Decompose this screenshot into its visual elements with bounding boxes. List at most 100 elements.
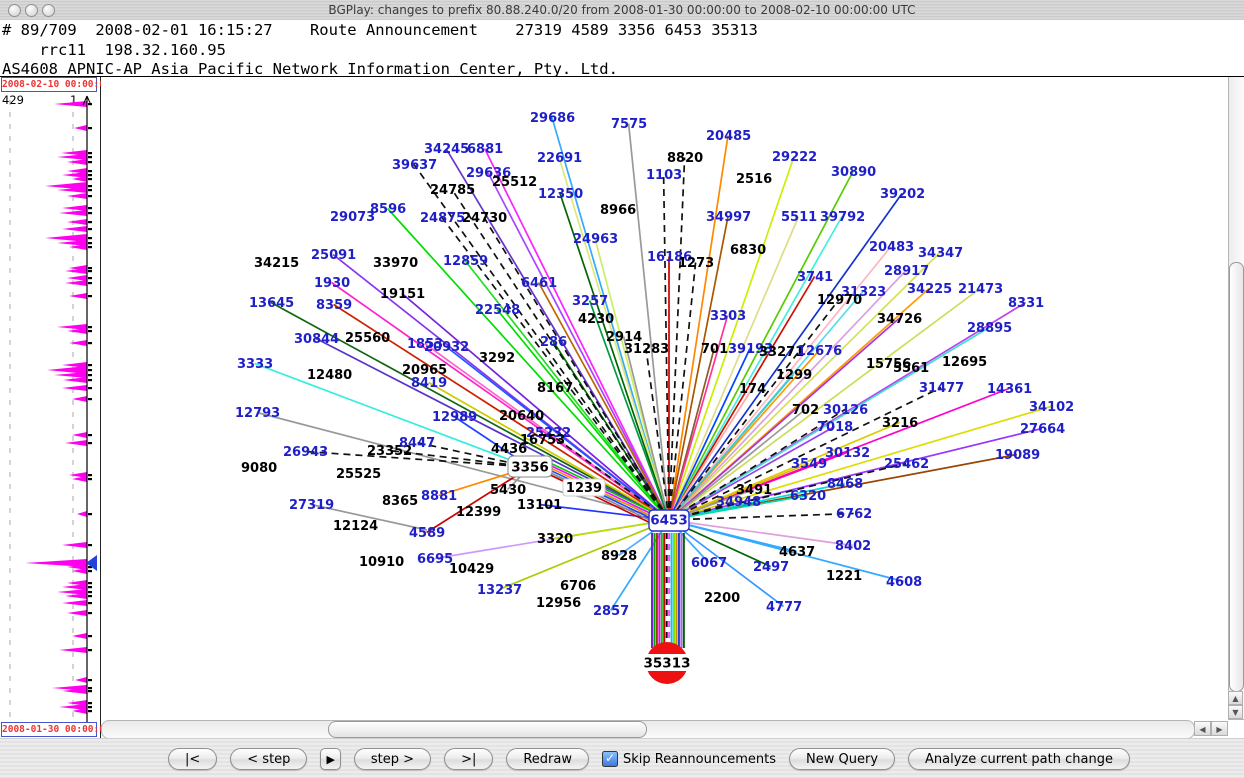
- as-24875[interactable]: 24875: [420, 211, 465, 226]
- as-13101[interactable]: 13101: [517, 498, 562, 513]
- as-3292[interactable]: 3292: [479, 351, 515, 366]
- as-34726[interactable]: 34726: [877, 312, 922, 327]
- as-12676[interactable]: 12676: [797, 344, 842, 359]
- as-8331[interactable]: 8331: [1008, 296, 1044, 311]
- as-34245[interactable]: 34245: [424, 142, 469, 157]
- as-3257[interactable]: 3257: [572, 294, 608, 309]
- play-button[interactable]: ▶: [320, 748, 341, 770]
- as-4608[interactable]: 4608: [886, 575, 922, 590]
- as-8820[interactable]: 8820: [667, 151, 703, 166]
- scroll-right-icon[interactable]: ▶: [1211, 721, 1228, 736]
- as-24963[interactable]: 24963: [573, 232, 618, 247]
- as-34225[interactable]: 34225: [907, 282, 952, 297]
- as-3356[interactable]: 3356: [511, 460, 549, 476]
- zoom-button[interactable]: [42, 4, 55, 17]
- as-16753[interactable]: 16753: [520, 433, 565, 448]
- as-16186[interactable]: 16186: [647, 250, 692, 265]
- as-3320[interactable]: 3320: [537, 532, 573, 547]
- horizontal-scrollbar-thumb[interactable]: [328, 721, 647, 738]
- as-29636[interactable]: 29636: [466, 166, 511, 181]
- as-34102[interactable]: 34102: [1029, 400, 1074, 415]
- as-7575[interactable]: 7575: [611, 117, 647, 132]
- scroll-up-icon[interactable]: ▲: [1228, 691, 1243, 705]
- step-back-button[interactable]: < step: [230, 748, 308, 770]
- as-13237[interactable]: 13237: [477, 583, 522, 598]
- as-2914[interactable]: 2914: [606, 330, 642, 345]
- as-2516[interactable]: 2516: [736, 172, 772, 187]
- as-39202[interactable]: 39202: [880, 187, 925, 202]
- as-12793[interactable]: 12793: [235, 406, 280, 421]
- as-12695[interactable]: 12695: [942, 355, 987, 370]
- as-26943[interactable]: 26943: [283, 445, 328, 460]
- as-10910[interactable]: 10910: [359, 555, 404, 570]
- as-701[interactable]: 701: [701, 342, 728, 357]
- as-12399[interactable]: 12399: [456, 505, 501, 520]
- as-29686[interactable]: 29686: [530, 111, 575, 126]
- as-12859[interactable]: 12859: [443, 254, 488, 269]
- as-30132[interactable]: 30132: [825, 446, 870, 461]
- as-20483[interactable]: 20483: [869, 240, 914, 255]
- as-2200[interactable]: 2200: [704, 591, 740, 606]
- as-6762[interactable]: 6762: [836, 507, 872, 522]
- as-2497[interactable]: 2497: [753, 560, 789, 575]
- as-12989[interactable]: 12989: [432, 410, 477, 425]
- as-6461[interactable]: 6461: [521, 276, 557, 291]
- as-34997[interactable]: 34997: [706, 210, 751, 225]
- as-702[interactable]: 702: [792, 403, 819, 418]
- as-8928[interactable]: 8928: [601, 549, 637, 564]
- skip-reannouncements-label[interactable]: Skip Reannouncements: [623, 751, 777, 767]
- as-22548[interactable]: 22548: [475, 303, 520, 318]
- as-22691[interactable]: 22691: [537, 151, 582, 166]
- as-19089[interactable]: 19089: [995, 448, 1040, 463]
- as-20965[interactable]: 20965: [402, 363, 447, 378]
- as-4230[interactable]: 4230: [578, 312, 614, 327]
- as-19151[interactable]: 19151: [380, 287, 425, 302]
- as-14361[interactable]: 14361: [987, 382, 1032, 397]
- as-5511[interactable]: 5511: [781, 210, 817, 225]
- as-21473[interactable]: 21473: [958, 282, 1003, 297]
- as-2857[interactable]: 2857: [593, 604, 629, 619]
- as-4436[interactable]: 4436: [491, 442, 527, 457]
- as-35313[interactable]: 35313: [644, 656, 691, 672]
- as-34215[interactable]: 34215: [254, 256, 299, 271]
- as-30844[interactable]: 30844: [294, 332, 339, 347]
- as-28895[interactable]: 28895: [967, 321, 1012, 336]
- scroll-left-icon[interactable]: ◀: [1194, 721, 1211, 736]
- as-5430[interactable]: 5430: [490, 483, 526, 498]
- as-8596[interactable]: 8596: [370, 202, 406, 217]
- as-25091[interactable]: 25091: [311, 248, 356, 263]
- as-39637[interactable]: 39637: [392, 158, 437, 173]
- as-39193[interactable]: 39193: [728, 342, 773, 357]
- as-8365[interactable]: 8365: [382, 494, 418, 509]
- as-4637[interactable]: 4637: [779, 545, 815, 560]
- as-8881[interactable]: 8881: [421, 489, 457, 504]
- step-forward-button[interactable]: step >: [353, 748, 432, 770]
- as-23352[interactable]: 23352: [367, 444, 412, 459]
- as-1221[interactable]: 1221: [826, 569, 862, 584]
- new-query-button[interactable]: New Query: [789, 748, 896, 770]
- as-3303[interactable]: 3303: [710, 309, 746, 324]
- as-12350[interactable]: 12350: [538, 187, 583, 202]
- as-6453[interactable]: 6453: [650, 513, 688, 529]
- as-9080[interactable]: 9080: [241, 461, 277, 476]
- as-1273[interactable]: 1273: [678, 256, 714, 271]
- as-25462[interactable]: 25462: [884, 457, 929, 472]
- as-30126[interactable]: 30126: [823, 403, 868, 418]
- as-29222[interactable]: 29222: [772, 150, 817, 165]
- as-10429[interactable]: 10429: [449, 562, 494, 577]
- as-20640[interactable]: 20640: [499, 409, 544, 424]
- as-6695[interactable]: 6695: [417, 552, 453, 567]
- vertical-scrollbar-thumb[interactable]: [1229, 262, 1244, 692]
- as-6320[interactable]: 6320: [790, 489, 826, 504]
- as-6881[interactable]: 6881: [467, 142, 503, 157]
- as-8468[interactable]: 8468: [827, 477, 863, 492]
- as-25512[interactable]: 25512: [492, 175, 537, 190]
- as-20485[interactable]: 20485: [706, 129, 751, 144]
- as-31323[interactable]: 31323: [841, 285, 886, 300]
- as-12124[interactable]: 12124: [333, 519, 378, 534]
- as-28917[interactable]: 28917: [884, 264, 929, 279]
- as-174[interactable]: 174: [739, 382, 766, 397]
- horizontal-scrollbar[interactable]: [101, 720, 1195, 739]
- as-34948[interactable]: 34948: [716, 495, 761, 510]
